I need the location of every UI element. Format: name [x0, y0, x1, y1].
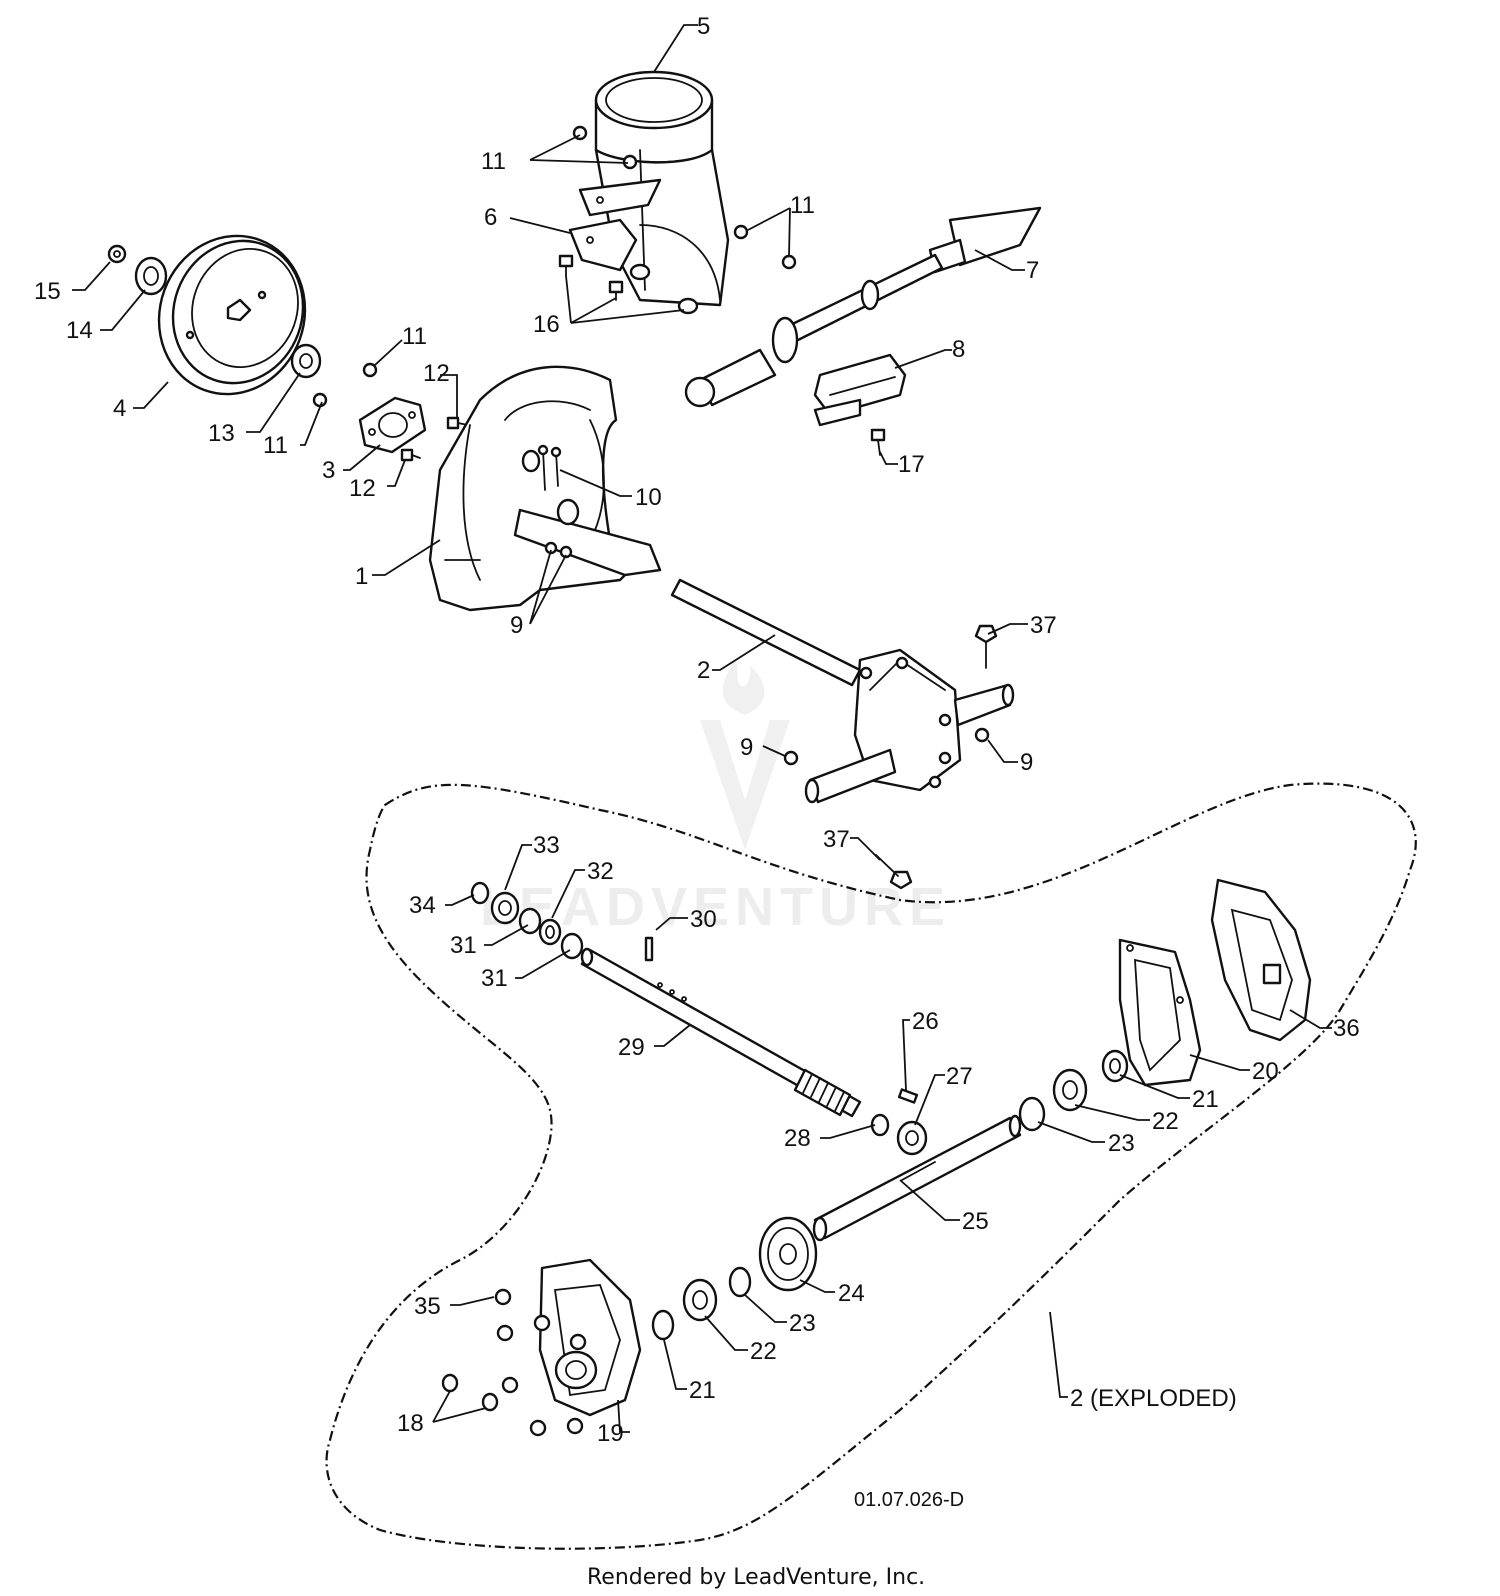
worm-shaft-part-29	[580, 947, 862, 1118]
flange-part-3	[358, 396, 427, 454]
handle-bracket-part-8	[813, 353, 907, 427]
callout-10: 10	[635, 484, 662, 511]
callout-15: 15	[34, 278, 61, 305]
callout-18: 18	[397, 1410, 424, 1437]
auger-housing-part-1	[428, 365, 662, 612]
callout-2: 2	[697, 657, 710, 684]
callout-24: 24	[838, 1280, 865, 1307]
plugs-part-18	[441, 1373, 499, 1412]
bushing-part-27	[896, 1120, 928, 1156]
callout-21: 21	[689, 1377, 716, 1404]
drawing-number: 01.07.026-D	[854, 1489, 964, 1511]
gearbox-housing-part-19	[538, 1258, 642, 1417]
callout-19: 19	[597, 1420, 624, 1447]
callout-11: 11	[790, 192, 815, 219]
exploded-view-label: 2 (EXPLODED)	[1070, 1385, 1237, 1412]
callout-36: 36	[1333, 1015, 1360, 1042]
exploded-view-boundary	[325, 782, 1417, 1550]
callout-35: 35	[414, 1293, 441, 1320]
callout-31: 31	[481, 965, 508, 992]
callout-12: 12	[349, 475, 376, 502]
key-part-26	[897, 1088, 919, 1104]
callout-17: 17	[898, 451, 925, 478]
pulley-part-4	[157, 234, 307, 396]
callout-26: 26	[912, 1008, 939, 1035]
hub-nut-part-13	[290, 343, 322, 379]
callout-33: 33	[533, 832, 560, 859]
callout-28: 28	[784, 1125, 811, 1152]
screw-part-17	[870, 428, 886, 456]
bushings-part-22	[682, 1068, 1088, 1322]
callout-11: 11	[263, 432, 288, 459]
callout-21: 21	[1192, 1086, 1219, 1113]
callout-6: 6	[484, 204, 497, 231]
render-credit: Rendered by LeadVenture, Inc.	[587, 1565, 925, 1590]
callout-16: 16	[533, 311, 560, 338]
shaft-part-25	[812, 1114, 1022, 1242]
callout-22: 22	[750, 1338, 777, 1365]
nuts-part-11-pulley	[312, 362, 378, 408]
gearbox-assembly-part-2	[670, 578, 1015, 804]
bushing-part-33	[490, 891, 520, 925]
callout-29: 29	[618, 1034, 645, 1061]
callout-8: 8	[952, 336, 965, 363]
callout-13: 13	[208, 420, 235, 447]
callout-37: 37	[823, 826, 850, 853]
callout-32: 32	[587, 858, 614, 885]
callout-22: 22	[1152, 1108, 1179, 1135]
callout-9: 9	[1020, 749, 1033, 776]
callout-7: 7	[1026, 257, 1039, 284]
chute-bracket-part-6	[568, 178, 662, 272]
nuts-part-9	[544, 541, 990, 766]
callout-14: 14	[66, 317, 93, 344]
callout-27: 27	[946, 1063, 973, 1090]
callout-37: 37	[1030, 612, 1057, 639]
callout-23: 23	[789, 1310, 816, 1337]
screws-part-35	[494, 1288, 587, 1437]
callout-9: 9	[510, 612, 523, 639]
callout-9: 9	[740, 734, 753, 761]
callout-12: 12	[423, 360, 450, 387]
callout-11: 11	[481, 148, 506, 175]
callout-20: 20	[1252, 1058, 1279, 1085]
callout-5: 5	[697, 13, 710, 40]
seals-part-21	[651, 1049, 1129, 1341]
washer-part-34	[470, 881, 490, 905]
callout-31: 31	[450, 932, 477, 959]
callout-30: 30	[690, 906, 717, 933]
leader-lines	[72, 24, 1332, 1433]
callout-3: 3	[322, 457, 335, 484]
pin-part-30	[644, 936, 654, 962]
callout-25: 25	[962, 1208, 989, 1235]
gasket-part-20	[1118, 938, 1202, 1087]
gear-part-24	[758, 1216, 818, 1292]
crank-handle-part-7	[684, 206, 1042, 408]
callout-23: 23	[1108, 1130, 1135, 1157]
gearbox-cover-part-36	[1210, 878, 1312, 1042]
bolts-part-10	[537, 444, 562, 491]
nut-part-15	[107, 244, 127, 264]
callout-1: 1	[355, 563, 368, 590]
callout-34: 34	[409, 892, 436, 919]
bearing-part-14	[134, 256, 168, 296]
callout-4: 4	[113, 395, 126, 422]
bolts-part-12	[400, 416, 469, 462]
callout-11: 11	[402, 323, 427, 350]
callouts: 5 11 11 6 7 15 14 16 11 8 12 4 13 11 3 1…	[34, 13, 1360, 1590]
